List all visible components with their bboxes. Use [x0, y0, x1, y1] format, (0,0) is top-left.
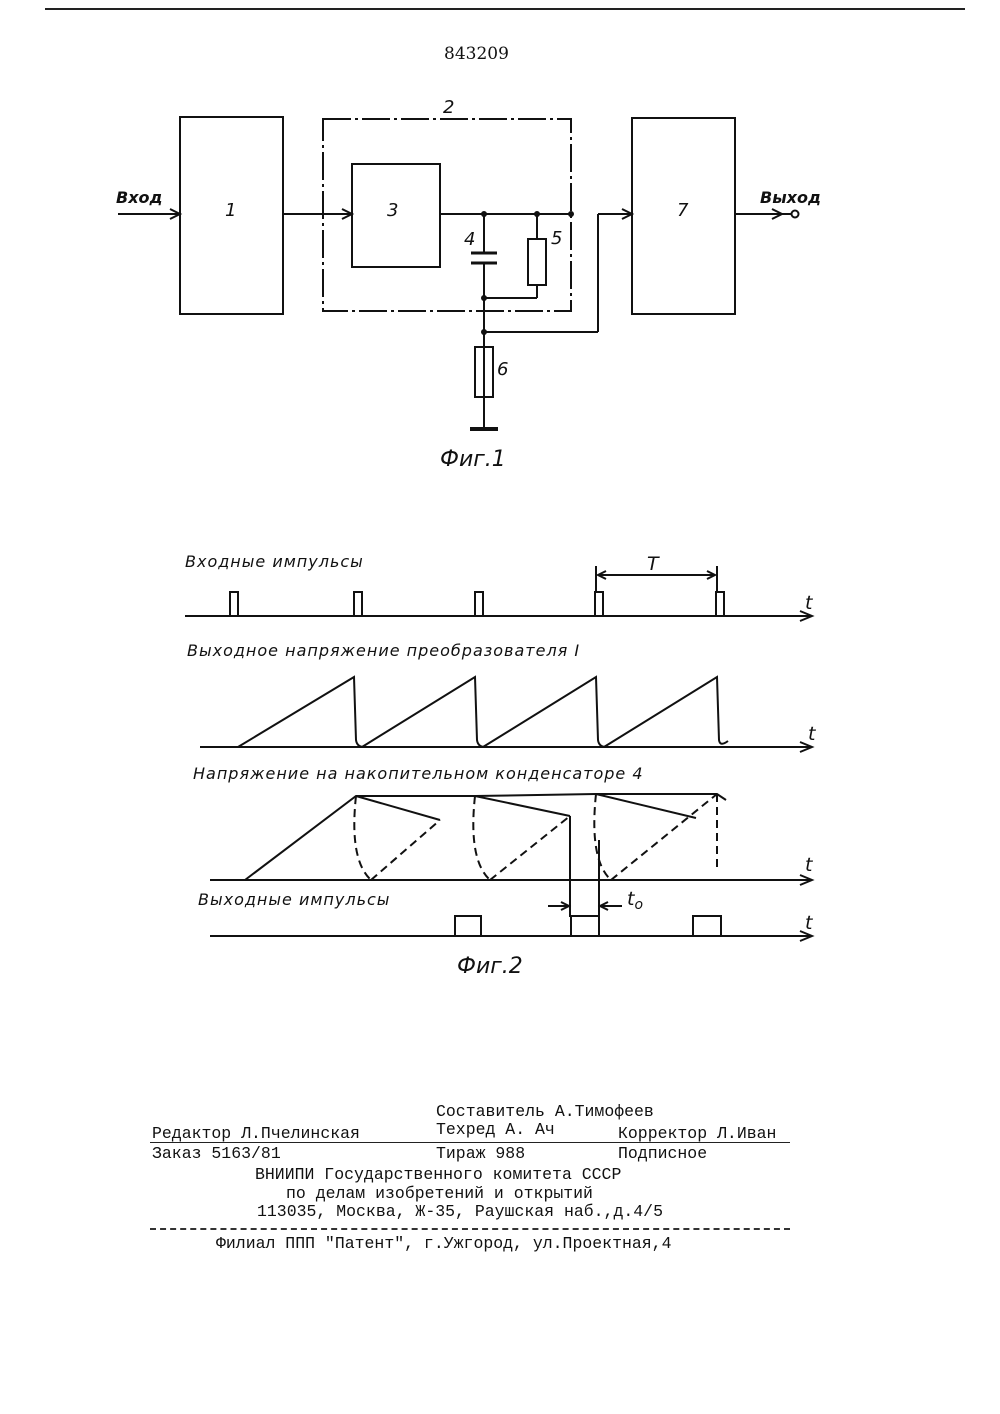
label-block-7: 7	[677, 200, 688, 221]
footer-order: Заказ 5163/81	[152, 1144, 281, 1163]
footer-branch: Филиал ППП "Патент", г.Ужгород, ул.Проек…	[216, 1234, 671, 1253]
label-block-2: 2	[443, 97, 454, 118]
label-capacitor-4: 4	[464, 229, 475, 250]
axis-t-3: t	[805, 854, 814, 876]
label-block-3: 3	[387, 200, 398, 221]
footer-circulation: Тираж 988	[436, 1144, 525, 1163]
footer-rule-1	[150, 1142, 790, 1143]
footer-org-line3: 113035, Москва, Ж-35, Раушская наб.,д.4/…	[257, 1202, 663, 1221]
footer-editor: Редактор Л.Пчелинская	[152, 1124, 360, 1143]
label-resistor-5: 5	[551, 228, 562, 249]
fig2-timing-diagram: t t t t T to	[0, 540, 1000, 980]
footer-rule-2	[150, 1228, 790, 1230]
axis-t-1: t	[805, 592, 814, 614]
input-label: Вход	[116, 188, 162, 207]
label-block-1: 1	[225, 200, 236, 221]
footer-techred: Техред А. Ач	[436, 1120, 555, 1139]
period-label: T	[647, 553, 660, 575]
fig1-caption: Фиг.1	[440, 447, 506, 472]
fig1-block-diagram	[0, 0, 1000, 480]
footer-org-line2: по делам изобретений и открытий	[286, 1184, 593, 1203]
fig2-caption: Фиг.2	[457, 954, 523, 979]
footer-subscription: Подписное	[618, 1144, 707, 1163]
axis-t-4: t	[805, 912, 814, 934]
label-resistor-6: 6	[497, 359, 508, 380]
resistor-5	[528, 239, 546, 285]
delay-label-sub: o	[634, 897, 643, 913]
footer-org-line1: ВНИИПИ Государственного комитета СССР	[255, 1165, 621, 1184]
footer-compiler: Составитель А.Тимофеев	[436, 1102, 654, 1121]
footer-corrector: Корректор Л.Иван	[618, 1124, 776, 1143]
axis-t-2: t	[808, 723, 817, 745]
output-label: Выход	[760, 188, 821, 207]
delay-label: to	[627, 888, 643, 913]
